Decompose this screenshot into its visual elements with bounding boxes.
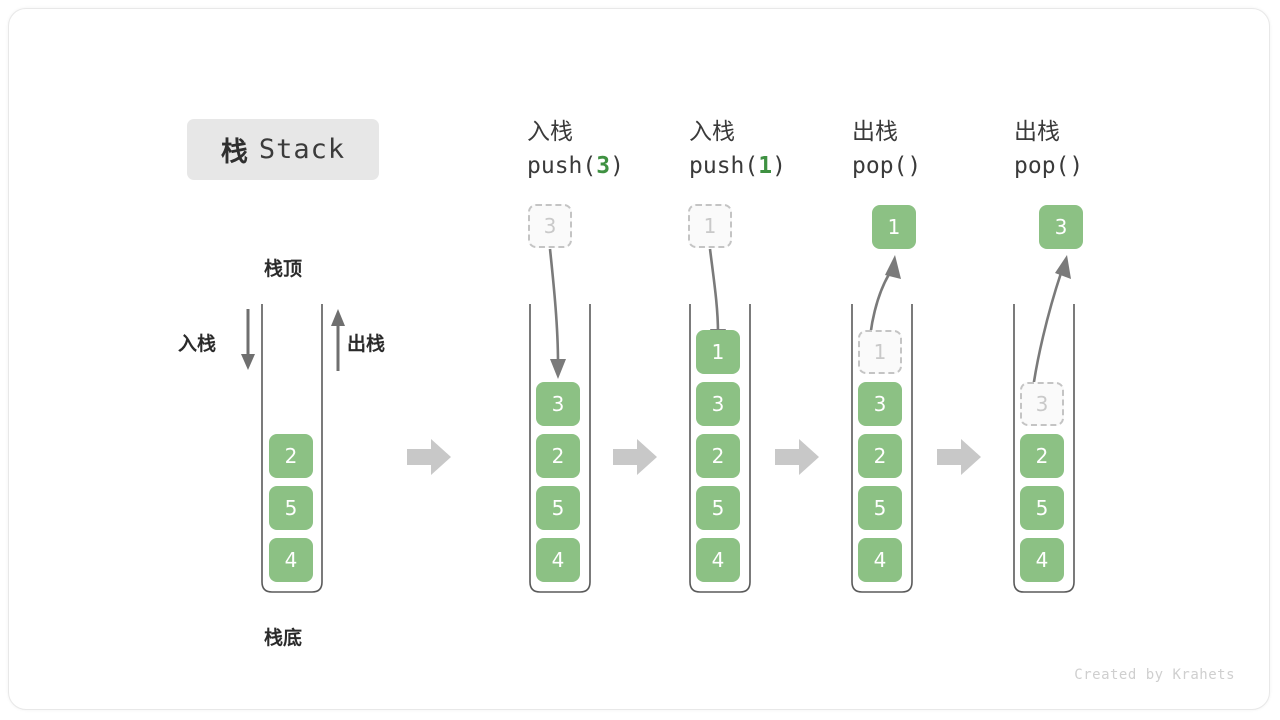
step-op-cn-3: 出栈 [1014,119,1060,145]
push-motion-arrow-0 [528,247,588,387]
overview-cell-1: 5 [269,486,313,530]
step-stack-container-0 [528,304,591,593]
step2-cell-3: 5 [858,486,902,530]
overview-stack-container [260,304,323,593]
step3-cell-4: 4 [1020,538,1064,582]
step-arrow-icon-2 [775,439,819,475]
stack-bottom-label: 栈底 [264,627,303,649]
step-header-push-3: 入栈 push(3) [527,115,697,183]
step-op-cn-0: 入栈 [527,119,573,145]
stack-top-label: 栈顶 [264,258,303,280]
code-suffix-0: ) [610,153,624,179]
step-stack-container-1 [688,304,751,593]
step-header-pop-3: 出栈 pop() [1014,115,1184,183]
code-suffix-3: ) [1069,153,1084,179]
step0-cell-0: 3 [536,382,580,426]
step2-cell-2: 2 [858,434,902,478]
footer-credit: Created by Krahets [1074,667,1235,683]
code-prefix-0: push( [527,153,597,179]
floating-value-1: 1 [688,204,732,248]
push-direction-label: 入栈 [178,333,217,355]
code-arg-1: 1 [758,153,773,179]
step-op-cn-2: 出栈 [852,119,898,145]
code-suffix-2: ) [907,153,922,179]
title-en: Stack [258,134,346,165]
pop-direction-arrow-icon [327,309,349,371]
step-op-code-0: push(3) [527,149,697,183]
step3-cell-3: 5 [1020,486,1064,530]
step-arrow-icon-1 [613,439,657,475]
step0-cell-1: 2 [536,434,580,478]
step1-cell-1: 3 [696,382,740,426]
floating-value-3: 3 [1039,205,1083,249]
step3-cell-2: 2 [1020,434,1064,478]
code-prefix-1: push( [689,153,759,179]
step0-cell-2: 5 [536,486,580,530]
code-suffix-1: ) [772,153,786,179]
step-stack-container-2 [850,304,913,593]
step1-cell-2: 2 [696,434,740,478]
step2-cell-0: 1 [858,330,902,374]
step-op-cn-1: 入栈 [689,119,735,145]
step1-cell-0: 1 [696,330,740,374]
code-arg-0: 3 [596,153,611,179]
push-direction-arrow-icon [237,309,259,371]
code-prefix-3: pop( [1014,153,1070,179]
step-stack-container-3 [1012,304,1075,593]
floating-value-0: 3 [528,204,572,248]
step-op-code-2: pop() [852,149,1022,183]
step-header-pop-1: 出栈 pop() [852,115,1022,183]
step-op-code-3: pop() [1014,149,1184,183]
floating-value-2: 1 [872,205,916,249]
step-header-push-1: 入栈 push(1) [689,115,859,183]
step1-cell-3: 5 [696,486,740,530]
overview-cell-2: 4 [269,538,313,582]
step-arrow-icon-3 [937,439,981,475]
title-cn: 栈 [220,137,248,168]
step2-cell-4: 4 [858,538,902,582]
code-prefix-2: pop( [852,153,908,179]
step1-cell-4: 4 [696,538,740,582]
step3-cell-1: 3 [1020,382,1064,426]
step2-cell-1: 3 [858,382,902,426]
step0-cell-3: 4 [536,538,580,582]
diagram-title-badge: 栈 Stack [187,119,379,180]
pop-direction-label: 出栈 [347,333,386,355]
diagram-card: 栈 Stack 栈顶 栈底 入栈 出栈 2 5 4 [8,8,1270,710]
step-op-code-1: push(1) [689,149,859,183]
step-arrow-icon-0 [407,439,451,475]
overview-cell-0: 2 [269,434,313,478]
